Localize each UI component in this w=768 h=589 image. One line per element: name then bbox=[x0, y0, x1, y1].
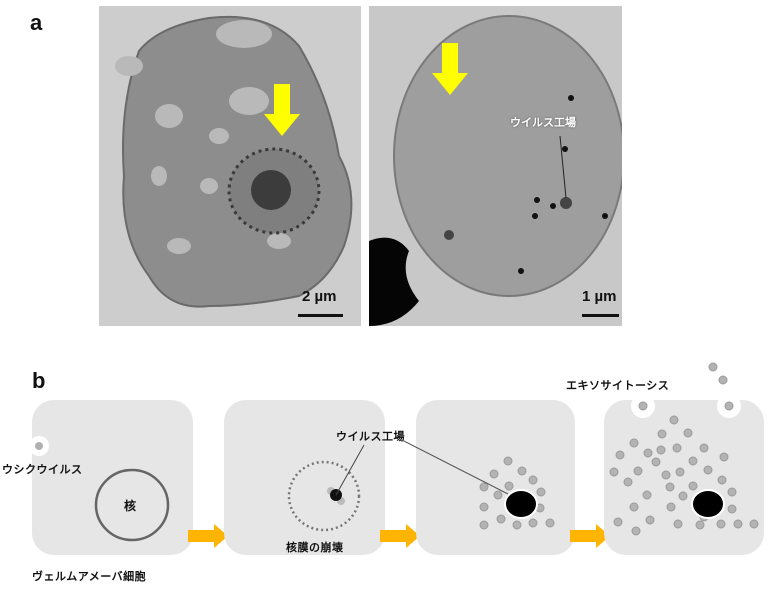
nucleus-label: 核 bbox=[124, 499, 137, 513]
stage-1-cell: 核 bbox=[32, 400, 193, 555]
amoeba-cell-graphic bbox=[99, 6, 361, 326]
stage-3-graphic bbox=[479, 456, 555, 530]
virus-factory-pointer-line bbox=[401, 440, 509, 495]
virus-factory-annotation: ウイルス工場 bbox=[510, 116, 576, 129]
em-image-2: ウイルス工場 1 µm bbox=[369, 6, 622, 326]
scale-bar-label: 2 µm bbox=[302, 288, 337, 305]
panel-b-label: b bbox=[32, 368, 46, 393]
released-virions-graphic bbox=[708, 362, 728, 385]
stage-3-cell bbox=[416, 400, 575, 555]
infected-cell-graphic bbox=[369, 6, 622, 326]
stage-2-graphic bbox=[287, 444, 365, 532]
yellow-arrow-icon bbox=[432, 43, 468, 95]
stage-4-cell bbox=[604, 400, 764, 555]
progress-arrow-icon bbox=[380, 524, 420, 548]
virus-label: ウシクウイルス bbox=[2, 463, 83, 476]
progress-arrow-icon bbox=[188, 524, 228, 548]
stage-2-cell: 核膜の崩壊 bbox=[224, 400, 385, 555]
cell-label: ヴェルムアメーバ細胞 bbox=[32, 570, 147, 583]
scale-bar bbox=[298, 314, 343, 317]
stage-1-graphic bbox=[32, 436, 170, 542]
em-image-1: 2 µm bbox=[99, 6, 361, 326]
stage-4-graphic bbox=[609, 400, 759, 536]
nuclear-membrane-collapse-label: 核膜の崩壊 bbox=[286, 541, 344, 554]
panel-a-label: a bbox=[30, 10, 43, 35]
progress-arrow-icon bbox=[570, 524, 610, 548]
exocytosis-label: エキソサイトーシス bbox=[566, 379, 670, 392]
scale-bar-label: 1 µm bbox=[582, 288, 617, 305]
yellow-arrow-icon bbox=[264, 84, 300, 136]
scale-bar bbox=[582, 314, 619, 317]
virus-factory-label: ウイルス工場 bbox=[336, 430, 405, 443]
